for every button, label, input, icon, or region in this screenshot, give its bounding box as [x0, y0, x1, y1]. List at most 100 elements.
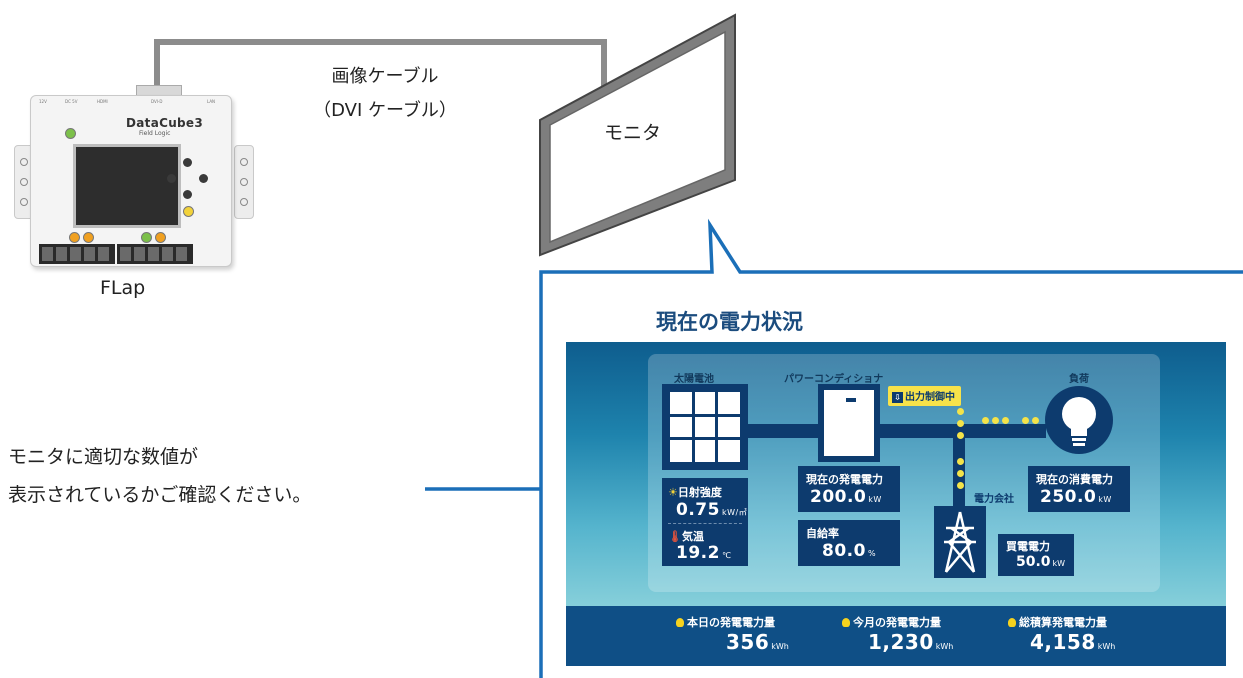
up-button-icon — [183, 158, 192, 167]
datacube-device: 12V DC 5V HDMI DVI-D LAN DataCube3 Field… — [10, 95, 254, 267]
flow-dot — [957, 482, 964, 489]
light-bulb-icon — [1045, 386, 1113, 454]
cable-label-line2: （DVI ケーブル） — [313, 100, 457, 121]
limit-led-icon — [83, 232, 94, 243]
port-label: DVI-D — [151, 99, 163, 104]
device-lcd — [73, 144, 181, 228]
temperature-unit: ℃ — [721, 551, 732, 560]
cable-label: 画像ケーブル （DVI ケーブル） — [290, 60, 480, 128]
limit-led-icon — [69, 232, 80, 243]
irradiance-unit: kW/㎡ — [721, 508, 748, 517]
flow-dot — [957, 420, 964, 427]
load-label: 負荷 — [1069, 374, 1089, 385]
note-line1: モニタに適切な数値が — [8, 446, 199, 468]
temperature-label: 気温 — [681, 530, 704, 543]
down-button-icon — [183, 190, 192, 199]
bulb-icon — [842, 618, 850, 627]
dashboard-title: 現在の電力状況 — [656, 310, 803, 334]
flow-dot — [992, 417, 999, 424]
self-sufficiency-value: 80.0 — [822, 541, 866, 561]
device-maker: Field Logic — [139, 130, 171, 137]
consumption-label: 現在の消費電力 — [1036, 473, 1113, 486]
sun-icon: ☀ — [668, 486, 678, 499]
note-line2: 表示されているかご確認ください。 — [8, 484, 312, 506]
irradiance-value: 0.75 — [676, 500, 720, 520]
total-month-label: 今月の発電電力量 — [853, 616, 941, 629]
bulb-icon — [1008, 618, 1016, 627]
instruction-note: モニタに適切な数値が 表示されているかご確認ください。 — [8, 438, 311, 514]
thermometer-icon: 🌡 — [668, 530, 682, 543]
irradiance-label: 日射強度 — [677, 486, 722, 499]
flow-line — [746, 424, 1046, 438]
device-body: 12V DC 5V HDMI DVI-D LAN DataCube3 Field… — [30, 95, 232, 267]
mount-ear-right — [234, 145, 254, 219]
temperature-value: 19.2 — [676, 543, 720, 563]
flow-dot — [957, 470, 964, 477]
limit-led-icon — [155, 232, 166, 243]
utility-label: 電力会社 — [974, 494, 1014, 505]
total-cumulative-value: 4,158 — [1030, 630, 1096, 654]
generation-value: 200.0 — [810, 487, 867, 507]
self-sufficiency-box: 自給率 80.0% — [798, 520, 900, 566]
port-label: LAN — [207, 99, 216, 104]
flow-dot — [982, 417, 989, 424]
transmission-tower-icon — [934, 506, 986, 578]
generation-label: 現在の発電電力 — [806, 473, 883, 486]
status-led-icon — [183, 206, 194, 217]
dashboard-header: 現在の電力状況 — [566, 294, 1226, 343]
power-conditioner-icon — [818, 384, 880, 462]
terminal-block — [117, 244, 193, 264]
self-sufficiency-label: 自給率 — [806, 527, 839, 540]
solar-panel-icon — [662, 384, 748, 470]
left-button-icon — [167, 174, 176, 183]
total-month-value: 1,230 — [868, 630, 934, 654]
consumption-unit: kW — [1098, 495, 1112, 504]
port-label: DC 5V — [65, 99, 78, 104]
flow-dot — [957, 432, 964, 439]
flow-dot — [1002, 417, 1009, 424]
device-name: FLap — [100, 277, 146, 299]
cable-label-line1: 画像ケーブル — [331, 66, 439, 87]
device-brand: DataCube3 — [126, 116, 204, 130]
purchase-label: 買電電力 — [1006, 540, 1050, 553]
port-label: HDMI — [97, 99, 108, 104]
self-sufficiency-unit: % — [867, 549, 877, 558]
output-control-text: 出力制御中 — [905, 392, 955, 403]
flow-dot — [1022, 417, 1029, 424]
total-today-unit: kWh — [771, 642, 789, 651]
monitor-illustration — [539, 13, 736, 257]
output-control-icon: ⇩ — [892, 392, 903, 403]
total-month-unit: kWh — [935, 642, 954, 651]
pcs-label: パワーコンディショナ — [784, 374, 884, 385]
solar-label: 太陽電池 — [674, 374, 714, 385]
flow-dot — [957, 458, 964, 465]
mount-ear-left — [14, 145, 34, 219]
total-today-value: 356 — [726, 630, 770, 654]
power-led-icon — [65, 128, 76, 139]
flow-dot — [1032, 417, 1039, 424]
purchase-value: 50.0 — [1016, 554, 1051, 570]
consumption-value: 250.0 — [1040, 487, 1097, 507]
generation-unit: kW — [868, 495, 882, 504]
monitor-label: モニタ — [604, 122, 662, 144]
total-cumulative-unit: kWh — [1097, 642, 1116, 651]
flow-dot — [957, 408, 964, 415]
port-label: 12V — [39, 99, 47, 104]
purchase-unit: kW — [1052, 559, 1066, 568]
bulb-icon — [676, 618, 684, 627]
total-cumulative-label: 総積算発電電力量 — [1019, 616, 1107, 629]
terminal-block — [39, 244, 115, 264]
total-today-label: 本日の発電電力量 — [687, 616, 775, 629]
right-button-icon — [199, 174, 208, 183]
